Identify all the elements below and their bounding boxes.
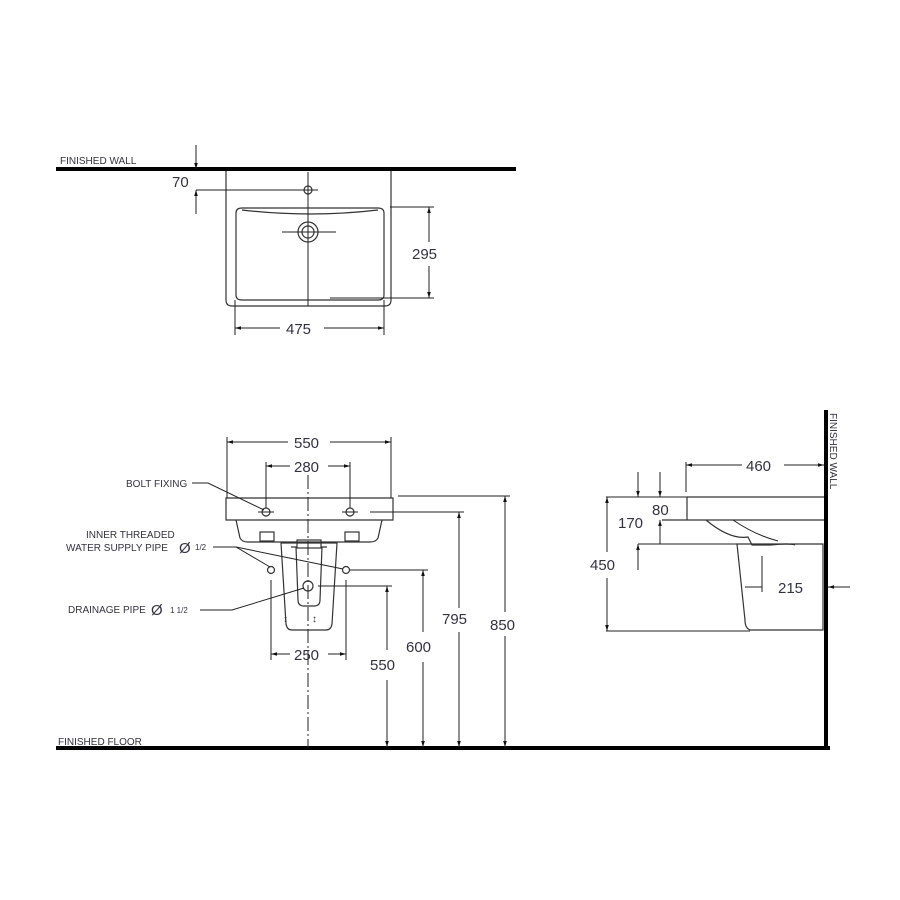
- dim-460: 460: [746, 458, 771, 475]
- dim-80: 80: [652, 502, 669, 519]
- top-view: FINISHED WALL 70 295 475: [56, 145, 516, 338]
- water-pipe-size: 1/2: [195, 543, 207, 552]
- basin-rim-side: [662, 496, 824, 521]
- bolt-fixing-label: BOLT FIXING: [126, 479, 188, 490]
- supply-pipe-left: [266, 565, 276, 575]
- pedestal-inner: [291, 546, 327, 607]
- basin-bowl-side: [705, 519, 796, 546]
- bowl-back-curve: [241, 209, 379, 215]
- diameter-icon-2: Ø: [151, 602, 163, 619]
- dim-70: 70: [172, 174, 189, 191]
- water-supply-label: WATER SUPPLY PIPE: [66, 543, 168, 554]
- finished-wall-label: FINISHED WALL: [60, 156, 137, 167]
- drainage-pipe-label: DRAINAGE PIPE: [68, 605, 146, 616]
- dim-850: 850: [490, 617, 515, 634]
- basin-rim-front: [225, 497, 394, 521]
- inner-threaded-label: INNER THREADED: [86, 530, 175, 541]
- dim-550-width: 550: [294, 435, 319, 452]
- front-view: FINISHED FLOOR ↕ ↕ 550 280 250: [56, 435, 830, 750]
- pedestal-side: [736, 543, 824, 631]
- basin-bowl-front: [235, 519, 383, 543]
- supply-pipe-right: [341, 565, 351, 575]
- bowl-outline: [235, 207, 385, 301]
- drainage-pipe-size: 1 1/2: [170, 606, 188, 615]
- finished-wall-side-label: FINISHED WALL: [827, 413, 838, 490]
- arrow-glyph-left: ↕: [283, 614, 288, 625]
- dim-250: 250: [294, 647, 319, 664]
- pedestal-front: [280, 542, 338, 631]
- side-view: FINISHED WALL 460 80 170 450 215: [590, 410, 850, 750]
- dim-280: 280: [294, 459, 319, 476]
- dim-600: 600: [406, 639, 431, 656]
- diameter-icon: Ø: [179, 540, 191, 557]
- dim-215: 215: [778, 580, 803, 597]
- arrow-glyph-right: ↕: [312, 614, 317, 625]
- finished-floor-label: FINISHED FLOOR: [58, 737, 142, 748]
- dim-170: 170: [618, 515, 643, 532]
- dim-295: 295: [412, 246, 437, 263]
- dim-450: 450: [590, 557, 615, 574]
- bracket-left: [259, 531, 275, 542]
- bracket-right: [344, 531, 360, 542]
- dim-475: 475: [286, 321, 311, 338]
- dim-550-drain: 550: [370, 657, 395, 674]
- dim-795: 795: [442, 611, 467, 628]
